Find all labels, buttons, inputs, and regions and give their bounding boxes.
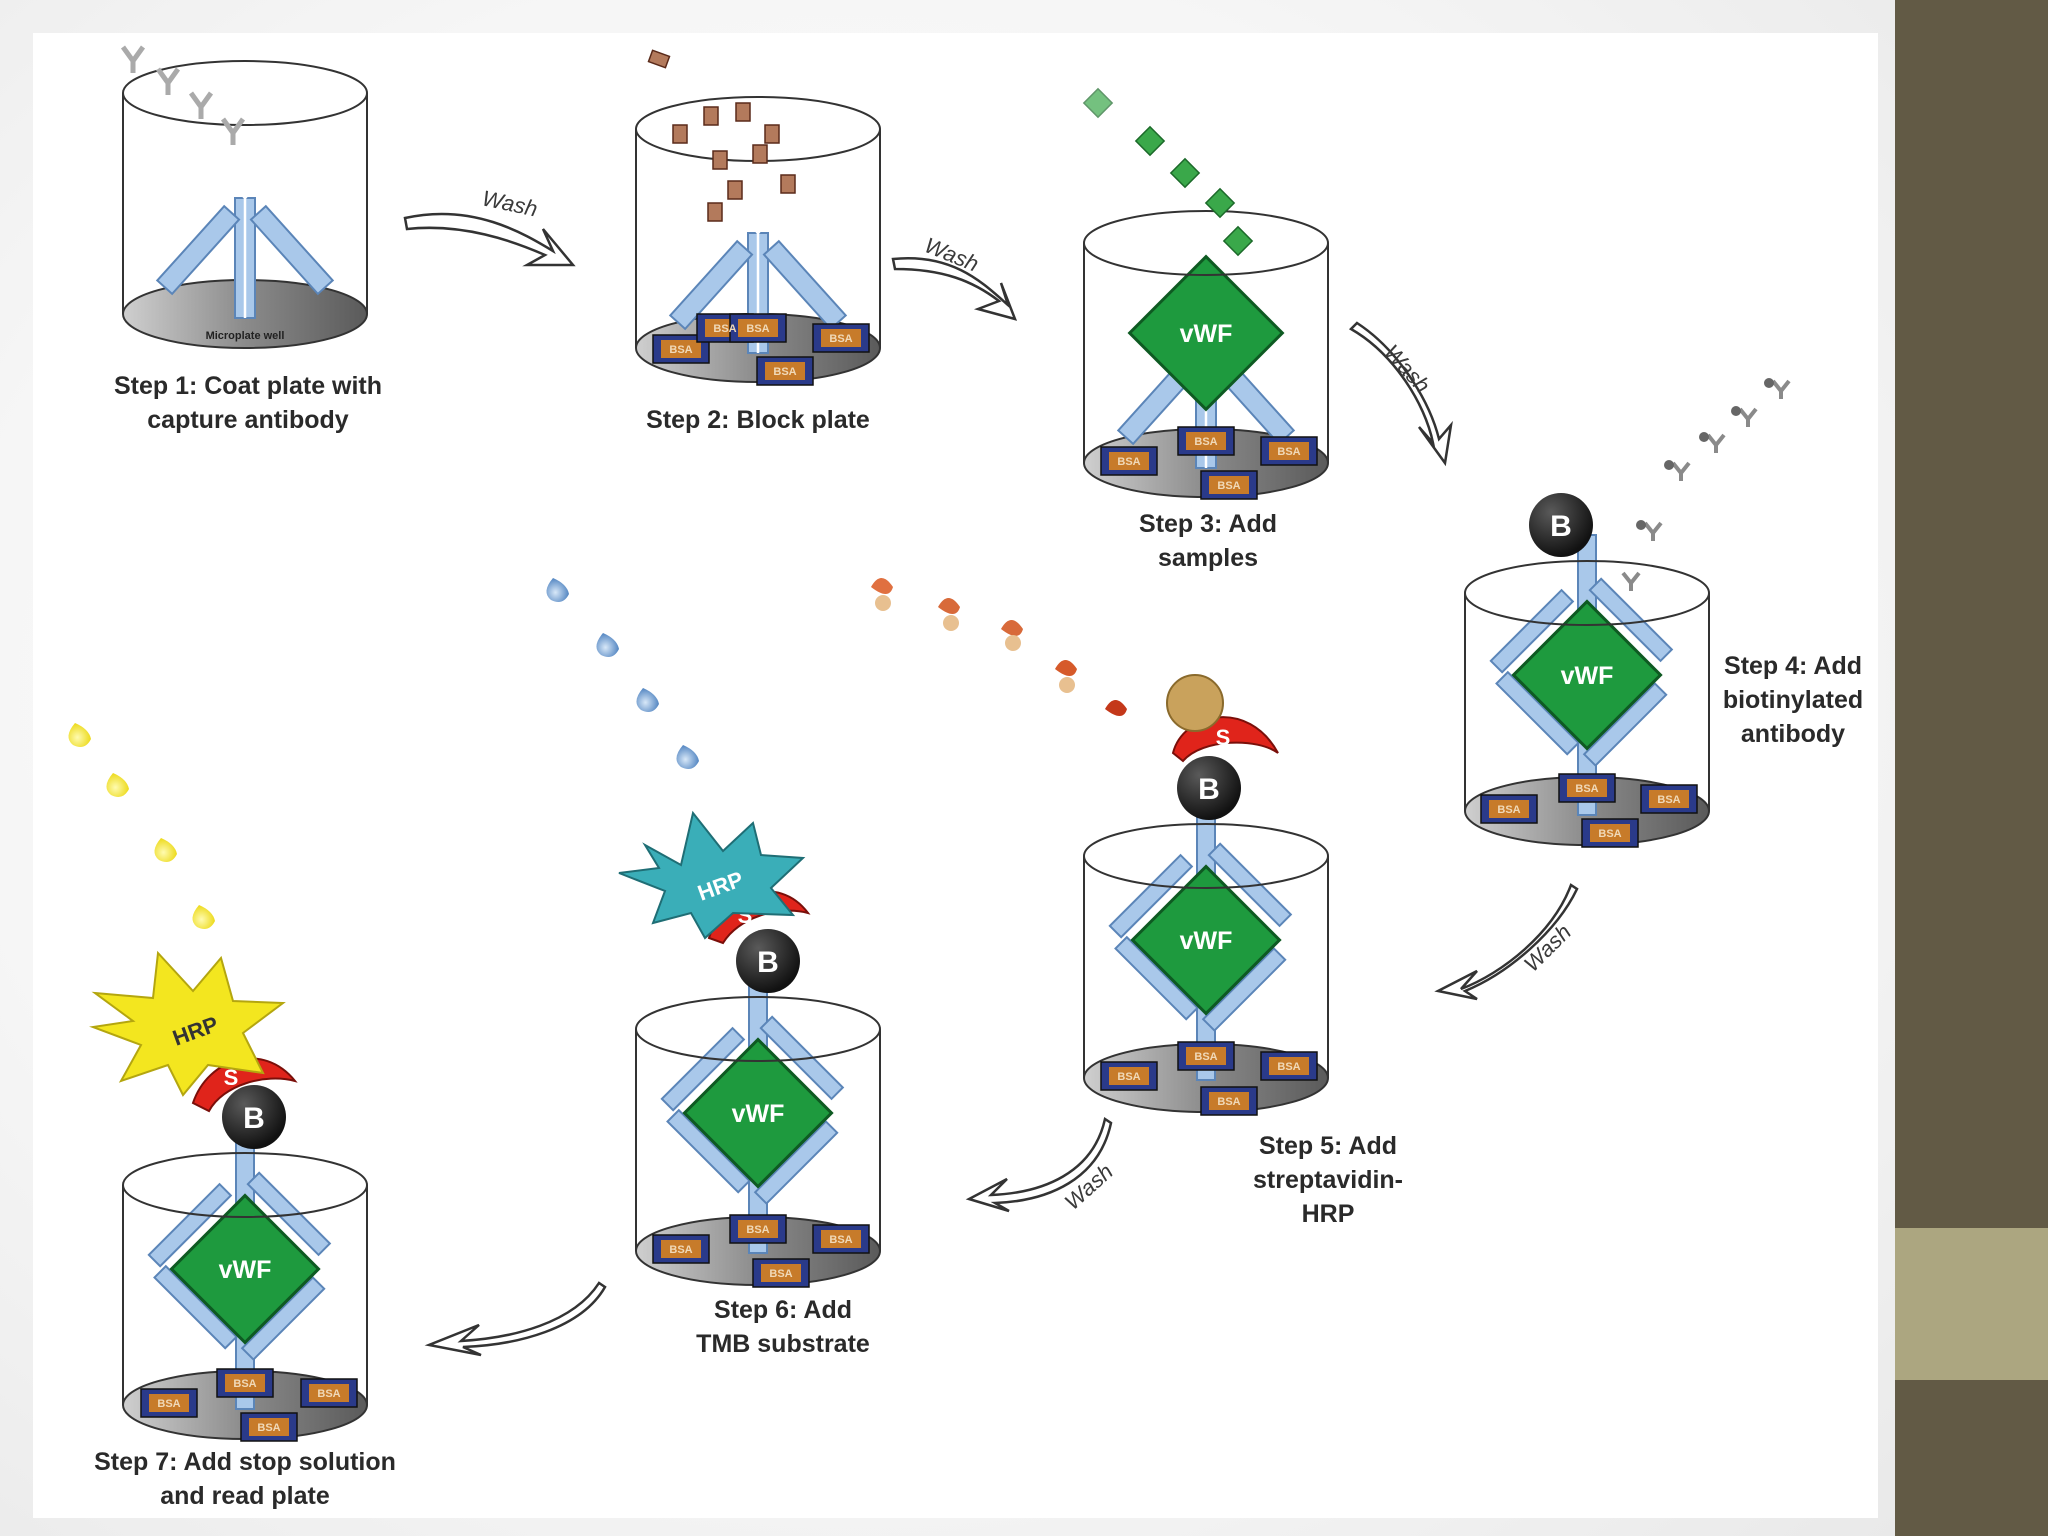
well-step-5: vWF BSA BSA BSA BSA B S [871, 578, 1329, 1116]
bsa-label: BSA [1657, 794, 1680, 806]
wash-arrow-1 [403, 212, 576, 267]
step-1-caption: Step 1: Coat plate with capture antibody [113, 372, 383, 434]
bsa-label: BSA [669, 344, 692, 356]
bsa-label: BSA [1194, 1051, 1217, 1063]
step-6-caption: Step 6: Add TMB substrate [696, 1296, 870, 1358]
bsa-label: BSA [773, 366, 796, 378]
step-7-caption: Step 7: Add stop solution and read plate [94, 1448, 396, 1510]
antigen-label: vWF [1180, 320, 1233, 348]
elisa-diagram-panel: Microplate well BSA BSA BSA BSA BSA [33, 33, 1878, 1518]
bsa-label: BSA [1497, 804, 1520, 816]
bsa-label: BSA [1217, 1096, 1240, 1108]
falling-biotin-dots [1636, 378, 1774, 530]
step-4-caption: Step 4: Add biotinylated antibody [1722, 652, 1864, 748]
bsa-label: BSA [317, 1388, 340, 1400]
bsa-label: BSA [829, 333, 852, 345]
biotin-label: B [757, 946, 779, 979]
wash-arrow-2 [891, 256, 1018, 321]
streptavidin-label: S [224, 1065, 239, 1090]
bsa-label: BSA [669, 1244, 692, 1256]
bsa-label: BSA [1217, 480, 1240, 492]
wash-label-1: Wash [480, 185, 540, 221]
bsa-label: BSA [746, 323, 769, 335]
wash-arrows [403, 212, 1579, 1357]
falling-antibodies [120, 45, 246, 145]
bsa-label: BSA [257, 1422, 280, 1434]
slide-accent-block [1895, 1228, 2048, 1380]
wash-arrow-3 [1348, 321, 1453, 467]
wash-arrow-5 [965, 1116, 1113, 1213]
elisa-diagram: Microplate well BSA BSA BSA BSA BSA [68, 45, 1791, 1442]
falling-streptavidin-hrp [871, 578, 1127, 716]
bsa-label: BSA [233, 1378, 256, 1390]
falling-stop-solution-drops [68, 723, 215, 929]
antigen-label: vWF [732, 1100, 785, 1128]
step-2-caption: Step 2: Block plate [646, 406, 870, 434]
falling-samples [1082, 87, 1254, 257]
antigen-label: vWF [1180, 927, 1233, 955]
bsa-label: BSA [713, 323, 736, 335]
well-step-2: BSA BSA BSA BSA BSA [635, 49, 881, 386]
falling-blockers [647, 49, 796, 222]
biotin-label: B [243, 1102, 265, 1135]
bsa-label: BSA [829, 1234, 852, 1246]
bsa-label: BSA [157, 1398, 180, 1410]
streptavidin-label: S [1216, 725, 1231, 750]
bsa-label: BSA [1117, 456, 1140, 468]
bsa-label: BSA [746, 1224, 769, 1236]
bsa-label: BSA [769, 1268, 792, 1280]
bsa-blocks: BSA BSA BSA BSA BSA [652, 313, 870, 386]
plate-label: Microplate well [206, 330, 285, 342]
falling-biotinylated-antibodies [1621, 379, 1791, 591]
antigen-label: vWF [219, 1256, 272, 1284]
bsa-label: BSA [1575, 783, 1598, 795]
well-step-1: Microplate well [120, 45, 368, 349]
bsa-label: BSA [1117, 1071, 1140, 1083]
wash-label-3: Wash [1379, 340, 1435, 398]
step-5-caption: Step 5: Add streptavidin- HRP [1252, 1132, 1404, 1228]
well-step-4: vWF BSA BSA BSA BSA B [1464, 378, 1791, 848]
bsa-label: BSA [1194, 436, 1217, 448]
wash-arrow-6 [424, 1281, 607, 1357]
biotin-label: B [1198, 773, 1220, 806]
bsa-label: BSA [1277, 1061, 1300, 1073]
well-step-3: BSA BSA BSA BSA vWF [1082, 87, 1329, 500]
biotin-label: B [1550, 510, 1572, 543]
falling-tmb-drops [546, 578, 699, 769]
step-3-caption: Step 3: Add samples [1139, 510, 1277, 572]
bsa-label: BSA [1277, 446, 1300, 458]
bsa-label: BSA [1598, 828, 1621, 840]
wash-arrow-4 [1434, 883, 1579, 1001]
antigen-label: vWF [1561, 662, 1614, 690]
